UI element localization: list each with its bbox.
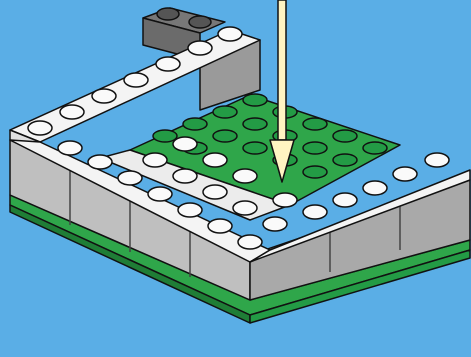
white-stud <box>363 181 387 195</box>
white-stud <box>92 89 116 103</box>
white-stud <box>118 171 142 185</box>
green-stud <box>333 154 357 166</box>
white-stud <box>203 153 227 167</box>
white-stud <box>88 155 112 169</box>
white-stud <box>148 187 172 201</box>
white-stud <box>173 137 197 151</box>
green-stud <box>303 142 327 154</box>
dark-stud <box>157 8 179 20</box>
green-stud <box>243 94 267 106</box>
white-stud <box>333 193 357 207</box>
white-stud <box>203 185 227 199</box>
white-stud <box>233 169 257 183</box>
green-stud <box>213 106 237 118</box>
green-stud <box>153 130 177 142</box>
white-stud <box>143 153 167 167</box>
white-stud <box>28 121 52 135</box>
green-stud <box>183 118 207 130</box>
green-stud <box>303 118 327 130</box>
white-stud <box>263 217 287 231</box>
green-stud <box>333 130 357 142</box>
white-stud <box>393 167 417 181</box>
white-stud <box>188 41 212 55</box>
green-stud <box>363 142 387 154</box>
white-stud <box>156 57 180 71</box>
green-stud <box>243 142 267 154</box>
white-stud <box>425 153 449 167</box>
white-stud <box>303 205 327 219</box>
dark-stud <box>189 16 211 28</box>
white-stud <box>58 141 82 155</box>
white-stud <box>218 27 242 41</box>
white-stud <box>233 201 257 215</box>
white-stud <box>60 105 84 119</box>
green-stud <box>243 118 267 130</box>
white-stud <box>178 203 202 217</box>
white-stud <box>208 219 232 233</box>
white-stud <box>173 169 197 183</box>
green-stud <box>303 166 327 178</box>
white-stud <box>238 235 262 249</box>
white-stud <box>273 193 297 207</box>
white-stud <box>124 73 148 87</box>
green-stud <box>213 130 237 142</box>
